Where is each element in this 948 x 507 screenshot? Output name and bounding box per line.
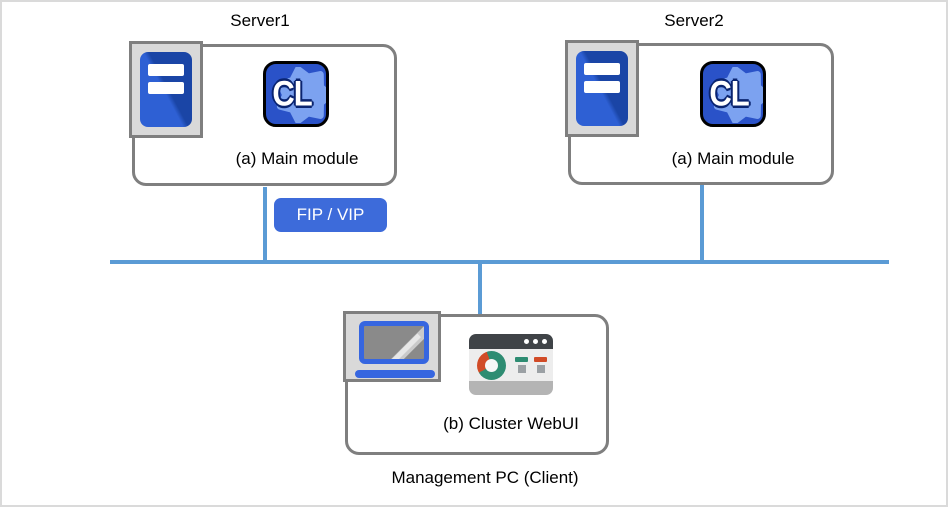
server-tower-icon bbox=[565, 40, 639, 137]
cl-icon-text: CL bbox=[709, 73, 749, 114]
screen-glare bbox=[382, 333, 421, 359]
donut-hole bbox=[485, 359, 498, 372]
server1-module-label: (a) Main module bbox=[235, 149, 359, 168]
window-dots-icon bbox=[524, 339, 547, 344]
tower-slot bbox=[584, 63, 620, 75]
server-tower-icon bbox=[129, 41, 203, 138]
network-link-server2 bbox=[700, 185, 704, 262]
server2-module-label: (a) Main module bbox=[671, 149, 795, 168]
browser-footer bbox=[469, 381, 553, 395]
widget-square bbox=[536, 365, 545, 373]
dot bbox=[542, 339, 547, 344]
server-tower-body bbox=[576, 51, 628, 126]
browser-titlebar bbox=[469, 334, 553, 349]
tower-slot bbox=[148, 64, 184, 76]
management-pc-caption: Management PC (Client) bbox=[391, 468, 579, 487]
widget-square bbox=[517, 365, 526, 373]
network-line-horizontal bbox=[110, 260, 889, 264]
dashboard-widget-red bbox=[534, 357, 547, 373]
donut-chart-icon bbox=[477, 351, 506, 380]
widget-bar bbox=[534, 357, 547, 362]
dot bbox=[524, 339, 529, 344]
gear-icon bbox=[276, 67, 326, 123]
browser-dashboard-icon bbox=[469, 334, 553, 395]
network-link-management-pc bbox=[478, 262, 482, 315]
laptop-icon bbox=[343, 311, 441, 382]
widget-bar bbox=[515, 357, 528, 362]
dot bbox=[533, 339, 538, 344]
server1-title: Server1 bbox=[230, 11, 290, 30]
fip-vip-badge: FIP / VIP bbox=[274, 198, 387, 232]
cl-icon-text: CL bbox=[272, 73, 312, 114]
laptop-base bbox=[355, 370, 435, 378]
browser-content bbox=[469, 349, 553, 381]
network-link-server1 bbox=[263, 187, 267, 262]
cl-app-icon: CL bbox=[700, 61, 766, 127]
dashboard-widget-green bbox=[515, 357, 528, 373]
tower-slot bbox=[584, 81, 620, 93]
gear-icon bbox=[713, 67, 763, 123]
cl-app-icon: CL bbox=[263, 61, 329, 127]
server2-title: Server2 bbox=[664, 11, 724, 30]
webui-module-label: (b) Cluster WebUI bbox=[443, 414, 579, 433]
laptop-screen bbox=[359, 321, 429, 364]
server-tower-body bbox=[140, 52, 192, 127]
tower-slot bbox=[148, 82, 184, 94]
